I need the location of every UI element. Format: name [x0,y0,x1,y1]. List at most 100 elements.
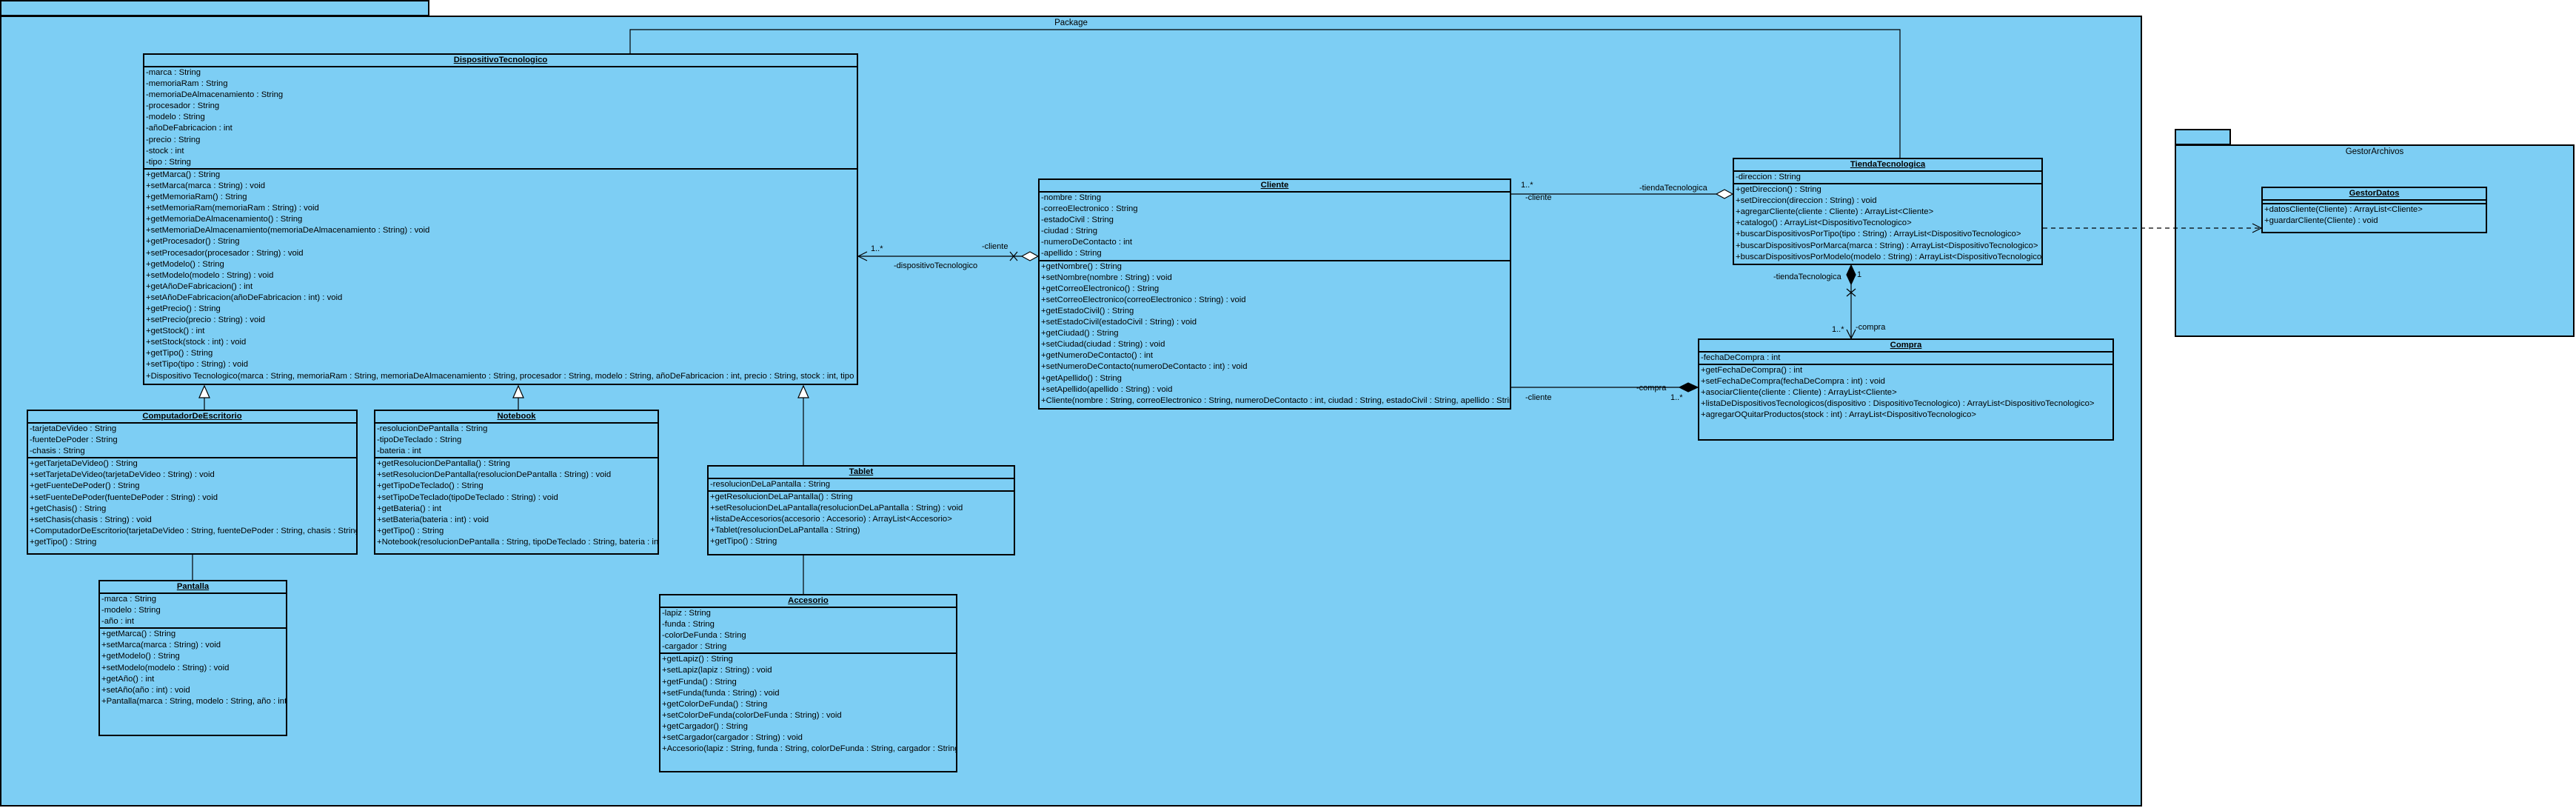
class-method: +setChasis(chasis : String) : void [30,515,152,524]
class-attribute: -fuenteDePoder : String [30,435,118,445]
class-method: +setCorreoElectronico(correoElectronico … [1041,295,1246,304]
class-method: +setMemoriaRam(memoriaRam : String) : vo… [146,204,319,213]
edge-label: -tiendaTecnologica [1773,273,1842,281]
class-method: +setModelo(modelo : String) : void [101,663,230,672]
class-method: +Pantalla(marca : String, modelo : Strin… [101,696,286,706]
class-attribute: -correoElectronico : String [1041,204,1138,214]
class-method: +buscarDispositivosPorMarca(marca : Stri… [1736,241,2038,250]
class-method: +setStock(stock : int) : void [146,338,247,347]
class-gestor-datos[interactable]: GestorDatos +datosCliente(Cliente) : Arr… [2261,187,2487,233]
class-attribute: -lapiz : String [662,609,711,618]
class-method: +asociarCliente(cliente : Cliente) : Arr… [1701,388,1897,398]
class-attribute: -direccion : String [1736,173,1801,181]
class-method: +getFunda() : String [662,677,737,687]
class-method: +getEstadoCivil() : String [1041,306,1134,315]
package-gestor[interactable]: GestorArchivos [2175,144,2575,337]
class-attribute: -resolucionDePantalla : String [377,424,488,433]
class-method: +Dispositivo Tecnologico(marca : String,… [146,371,857,381]
class-method: +getDireccion() : String [1736,185,1821,195]
class-method: +getAñoDeFabricacion() : int [146,281,253,291]
class-tienda-tecnologica[interactable]: TiendaTecnologica -direccion : String +g… [1733,158,2043,265]
class-attribute: -procesador : String [146,101,220,111]
class-title: GestorDatos [2263,188,2486,201]
class-method: +getMemoriaRam() : String [146,193,247,202]
class-method: +buscarDispositivosPorTipo(tipo : String… [1736,230,2021,239]
class-method: +setTipoDeTeclado(tipoDeTeclado : String… [377,493,558,502]
composition-tienda-compra [1846,264,1856,338]
class-attribute: -modelo : String [101,606,161,615]
class-attribute: -estadoCivil : String [1041,216,1114,225]
class-attribute: -stock : int [146,146,184,156]
class-method: +setTarjetaDeVideo(tarjetaDeVideo : Stri… [30,470,215,480]
class-attribute: -resolucionDeLaPantalla : String [710,480,831,489]
generalization-tablet [797,384,809,465]
methods-section: +datosCliente(Cliente) : ArrayList<Clien… [2263,204,2486,227]
class-pantalla[interactable]: Pantalla -marca : String -modelo : String… [98,580,287,736]
class-method: +getStock() : int [146,327,205,336]
class-title: Notebook [375,411,658,424]
class-attribute: -chasis : String [30,447,85,456]
class-method: +catalogo() : ArrayList<DispositivoTecno… [1736,218,1912,228]
edge-label: -tiendaTecnologica [1639,184,1708,193]
class-dispositivo-tecnologico[interactable]: DispositivoTecnologico -marca : String-m… [143,53,858,385]
class-attribute: -añoDeFabricacion : int [146,124,232,133]
class-tablet[interactable]: Tablet -resolucionDeLaPantalla : String … [707,465,1015,555]
attributes-section: -nombre : String-correoElectronico : Str… [1040,193,1510,261]
class-method: +setApellido(apellido : String) : void [1041,384,1173,394]
class-title: Pantalla [100,581,286,594]
class-method: +getModelo() : String [101,652,180,661]
package-gestor-label: GestorArchivos [2345,147,2404,156]
methods-section: +getTarjetaDeVideo() : String+setTarjeta… [28,458,356,548]
class-method: +setLapiz(lapiz : String) : void [662,666,772,675]
class-method: +getPrecio() : String [146,304,221,313]
class-attribute: -bateria : int [377,447,421,456]
generalization-notebook [512,384,524,410]
class-attribute: -apellido : String [1041,249,1102,258]
class-method: +setMemoriaDeAlmacenamiento(memoriaDeAlm… [146,226,430,236]
class-method: +getTipo() : String [146,349,213,358]
class-method: +getMarca() : String [101,630,176,639]
class-method: +getTipoDeTeclado() : String [377,481,484,491]
class-attribute: -tarjetaDeVideo : String [30,424,117,433]
class-method: +getLapiz() : String [662,655,733,664]
class-method: +getApellido() : String [1041,373,1122,383]
class-computador-de-escritorio[interactable]: ComputadorDeEscritorio -tarjetaDeVideo :… [27,410,358,555]
class-method: +datosCliente(Cliente) : ArrayList<Clien… [2264,205,2423,214]
methods-section: +getDireccion() : String+setDireccion(di… [1734,184,2041,263]
class-method: +buscarDispositivosPorModelo(modelo : St… [1736,252,2041,261]
class-attribute: -modelo : String [146,113,205,122]
attributes-section: -marca : String -modelo : String -año : in… [100,594,286,630]
edge-label: 1..* [1670,393,1683,402]
class-attribute: -numeroDeContacto : int [1041,238,1133,247]
class-title: TiendaTecnologica [1734,159,2041,172]
edge-label: -cliente [1525,193,1551,202]
class-title: ComputadorDeEscritorio [28,411,356,424]
class-method: +listaDeDispositivosTecnologicos(disposi… [1701,399,2095,409]
edge-label: 1 [1857,270,1861,279]
class-cliente[interactable]: Cliente -nombre : String-correoElectroni… [1038,178,1511,410]
class-compra[interactable]: Compra -fechaDeCompra : int +getFechaDeC… [1698,338,2114,441]
class-method: +getTipo() : String [710,537,777,547]
aggregation-cliente-dispositivo [858,251,1040,261]
class-method: +setEstadoCivil(estadoCivil : String) : … [1041,318,1197,327]
class-method: +setAñoDeFabricacion(añoDeFabricacion : … [146,293,343,302]
class-accesorio[interactable]: Accesorio -lapiz : String-funda : String… [659,594,957,772]
attributes-section: -marca : String-memoriaRam : String-memo… [144,67,857,170]
class-notebook[interactable]: Notebook -resolucionDePantalla : String -… [374,410,659,555]
class-method: +setFuenteDePoder(fuenteDePoder : String… [30,493,218,502]
attributes-section: -direccion : String [1734,172,2041,185]
class-method: +setBateria(bateria : int) : void [377,515,489,524]
class-method: +setColorDeFunda(colorDeFunda : String) … [662,710,842,720]
class-attribute: -año : int [101,617,134,627]
class-method: +getResolucionDePantalla() : String [377,459,510,469]
class-method: +getTipo() : String [377,526,444,535]
class-method: +setAño(año : int) : void [101,685,190,695]
attributes-section [2263,201,2486,204]
class-attribute: -marca : String [101,595,157,604]
class-method: +setNombre(nombre : String) : void [1041,273,1172,282]
class-title: Compra [1699,340,2112,353]
class-method: +agregarOQuitarProductos(stock : int) : … [1701,410,1977,420]
class-attribute: -memoriaRam : String [146,79,228,89]
class-method: +setDireccion(direccion : String) : void [1736,196,1877,206]
